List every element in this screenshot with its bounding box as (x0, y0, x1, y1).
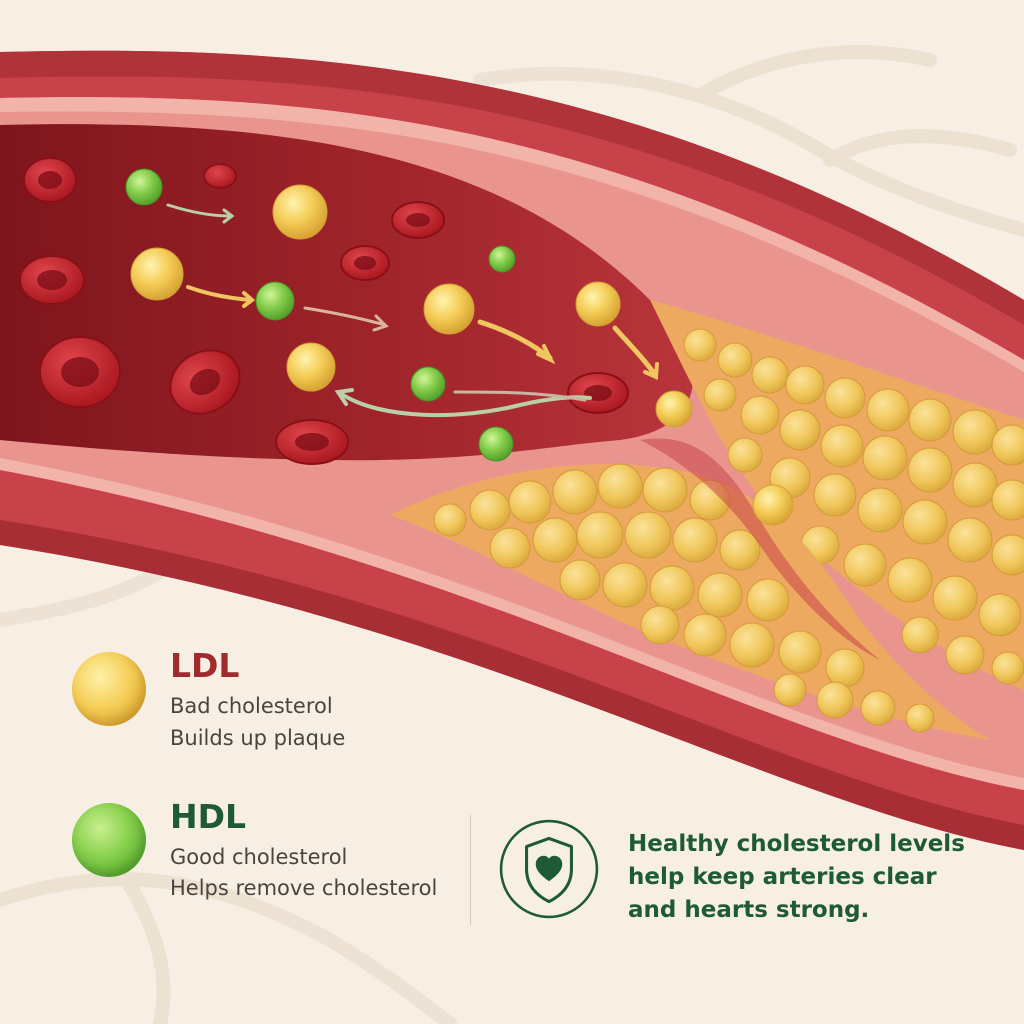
hdl-description: Good cholesterol (170, 845, 348, 869)
legend-divider (470, 815, 471, 925)
lower-plaque-cells (433, 463, 935, 733)
heart-shield-icon (499, 819, 599, 919)
ldl-description: Bad cholesterol (170, 694, 333, 718)
health-message-line-3: and hearts strong. (628, 897, 870, 923)
flow-arrows (166, 203, 659, 418)
hdl-title: HDL (170, 797, 247, 836)
health-message-line-2: help keep arteries clear (628, 864, 937, 890)
health-message-line-1: Healthy cholesterol levels (628, 831, 965, 857)
upper-plaque-cells (683, 328, 1024, 685)
hdl-particle-icon (72, 803, 146, 877)
ldl-particles (130, 184, 794, 526)
ldl-particle-icon (72, 652, 146, 726)
hdl-effect: Helps remove cholesterol (170, 876, 438, 900)
hdl-particles (125, 168, 516, 462)
health-message: Healthy cholesterol levels help keep art… (628, 828, 1008, 927)
background-vessels (0, 45, 1024, 1024)
ldl-title: LDL (170, 646, 240, 685)
ldl-effect: Builds up plaque (170, 726, 346, 750)
